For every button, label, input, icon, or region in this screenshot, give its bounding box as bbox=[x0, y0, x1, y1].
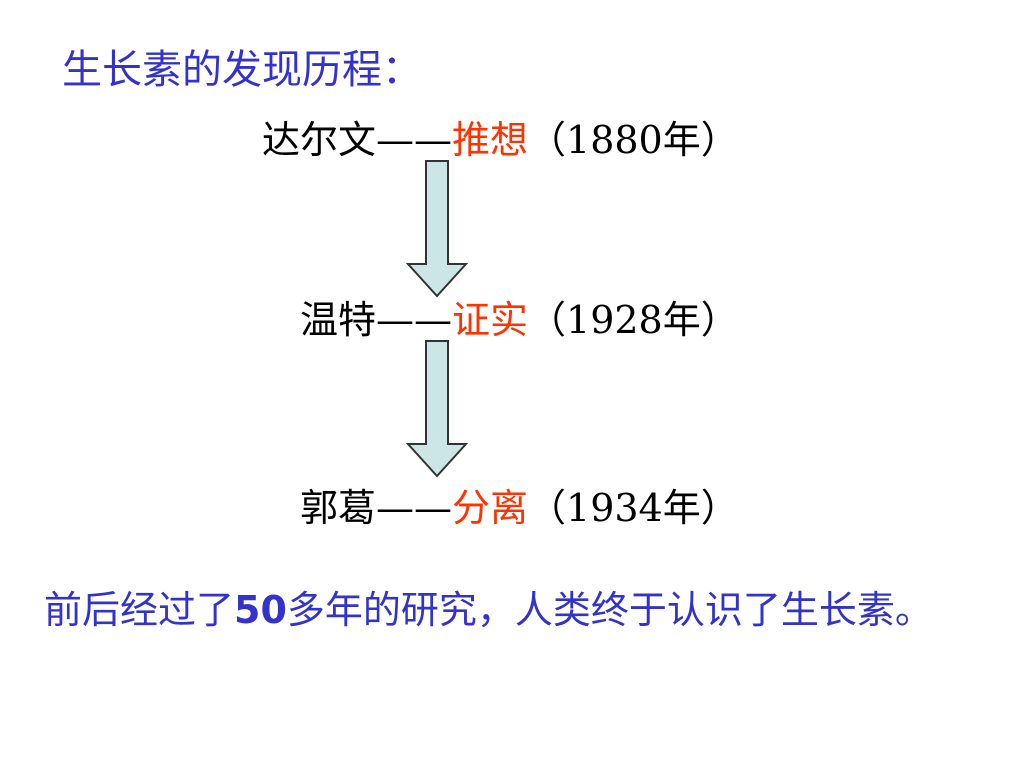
year-label: （1928年） bbox=[528, 298, 739, 342]
conclusion-part2: 多年的研究，人类终于认识了生长素。 bbox=[286, 588, 933, 632]
down-arrow-1 bbox=[405, 160, 468, 298]
timeline-row-darwin: 达尔文——推想（1880年） bbox=[262, 116, 739, 164]
down-arrow-2 bbox=[405, 340, 468, 478]
dash: —— bbox=[376, 118, 453, 162]
person-name: 温特 bbox=[300, 298, 377, 342]
timeline-row-went: 温特——证实（1928年） bbox=[300, 296, 739, 344]
conclusion-number: 50 bbox=[234, 588, 287, 632]
conclusion-text: 前后经过了50多年的研究，人类终于认识了生长素。 bbox=[44, 584, 944, 636]
conclusion-part1: 前后经过了 bbox=[44, 588, 235, 632]
dash: —— bbox=[376, 298, 453, 342]
timeline-row-kogl: 郭葛——分离（1934年） bbox=[300, 484, 739, 532]
year-label: （1880年） bbox=[528, 118, 739, 162]
action-label: 推想 bbox=[452, 118, 529, 162]
slide-title: 生长素的发现历程： bbox=[62, 47, 422, 93]
year-label: （1934年） bbox=[528, 486, 739, 530]
action-label: 证实 bbox=[452, 298, 529, 342]
person-name: 达尔文 bbox=[262, 118, 377, 162]
person-name: 郭葛 bbox=[300, 486, 377, 530]
dash: —— bbox=[376, 486, 453, 530]
action-label: 分离 bbox=[452, 486, 529, 530]
